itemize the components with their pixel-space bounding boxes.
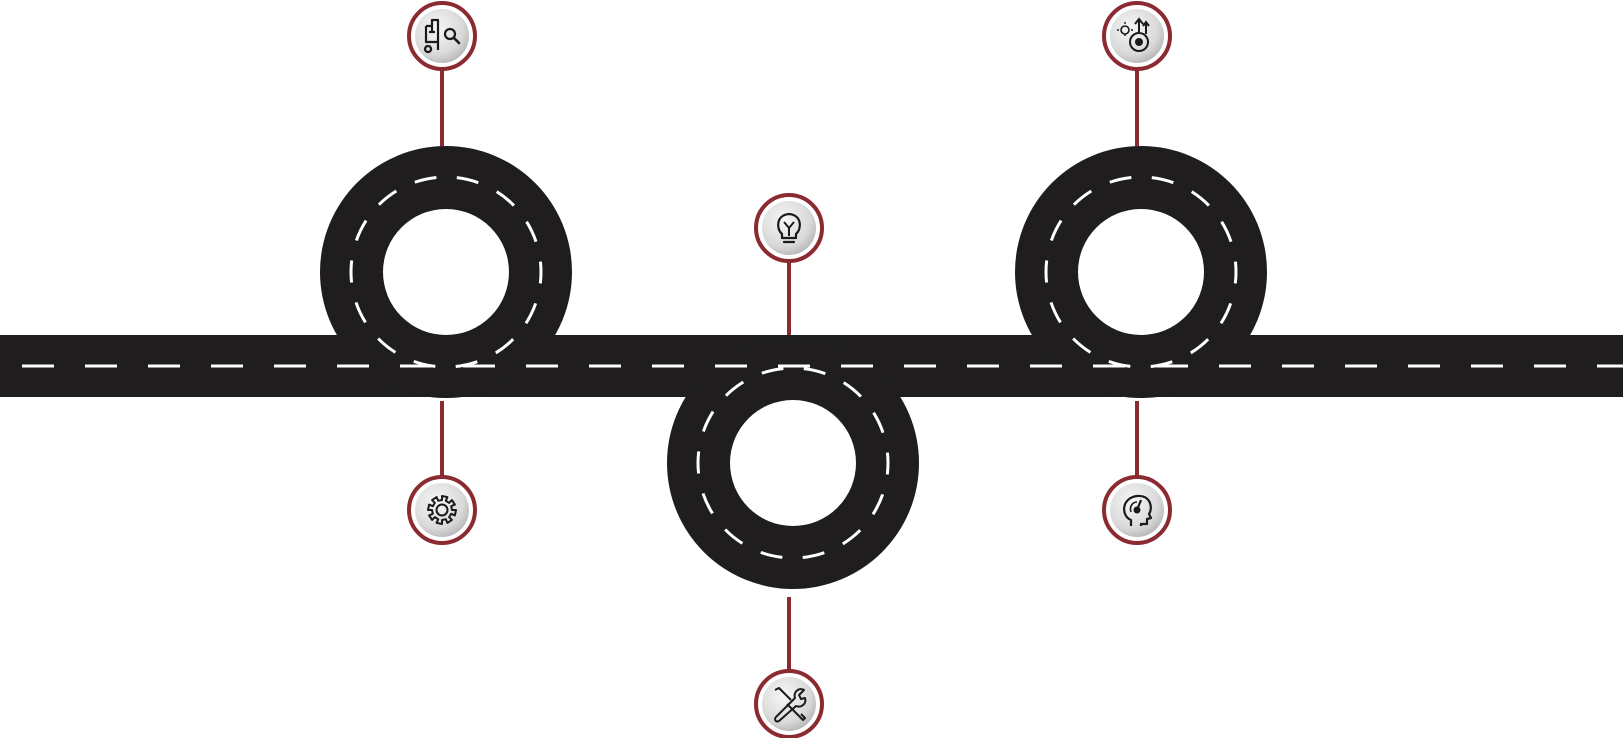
wrench-screwdriver-icon [774,687,807,723]
milestone-m5[interactable] [1102,1,1172,146]
head-mind-icon [1123,494,1153,526]
road-loop-down [667,337,919,589]
road-loop-up [1015,146,1267,398]
milestone-markers [407,1,1172,738]
milestone-m3[interactable] [754,193,824,335]
gear-icon [427,495,457,525]
badge-face [415,483,469,537]
milestone-m6[interactable] [1102,401,1172,545]
badge-face [415,9,469,63]
innovation-growth-icon [1117,17,1150,52]
car-search-icon [423,18,461,54]
loop-lane-dashes [349,175,543,369]
lane-markings [22,175,1623,560]
badge-face [1110,9,1164,63]
road [0,146,1623,589]
road-loop-up [320,146,572,398]
lightbulb-icon [777,212,801,244]
milestone-m4[interactable] [754,597,824,738]
milestone-m1[interactable] [407,1,477,146]
loop-lane-dashes [1044,175,1238,369]
loop-lane-dashes [696,366,890,560]
milestone-m2[interactable] [407,401,477,545]
